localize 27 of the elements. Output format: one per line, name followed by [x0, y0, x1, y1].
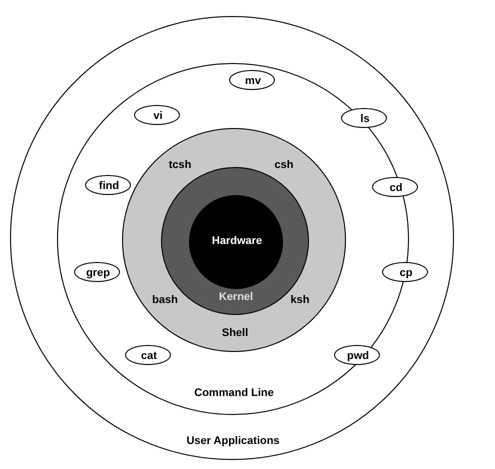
shell-name: bash — [152, 294, 178, 306]
command-label: pwd — [347, 350, 369, 362]
layer-label: Kernel — [218, 291, 254, 303]
command-label: find — [98, 180, 120, 192]
command-label: cp — [400, 267, 412, 279]
command-label: grep — [86, 267, 110, 279]
command-label: vi — [153, 110, 163, 122]
command-oval — [382, 262, 428, 282]
command-oval — [334, 345, 380, 365]
command-oval — [85, 175, 131, 195]
layer-label: User Applications — [186, 435, 280, 447]
command-label: mv — [245, 75, 261, 87]
command-label: cd — [390, 182, 402, 194]
command-label: cat — [141, 350, 157, 362]
shell-name: csh — [274, 159, 294, 171]
command-oval — [229, 70, 275, 90]
command-label: ls — [360, 113, 370, 125]
layer-label: Command Line — [194, 387, 274, 399]
command-oval — [341, 108, 387, 128]
layer-label: Hardware — [212, 235, 262, 247]
command-oval — [74, 262, 120, 282]
layer-label: Shell — [222, 327, 248, 339]
command-oval — [125, 345, 171, 365]
command-oval — [134, 105, 180, 125]
shell-name: tcsh — [168, 159, 192, 171]
shell-name: ksh — [290, 294, 310, 306]
command-oval — [372, 177, 418, 197]
